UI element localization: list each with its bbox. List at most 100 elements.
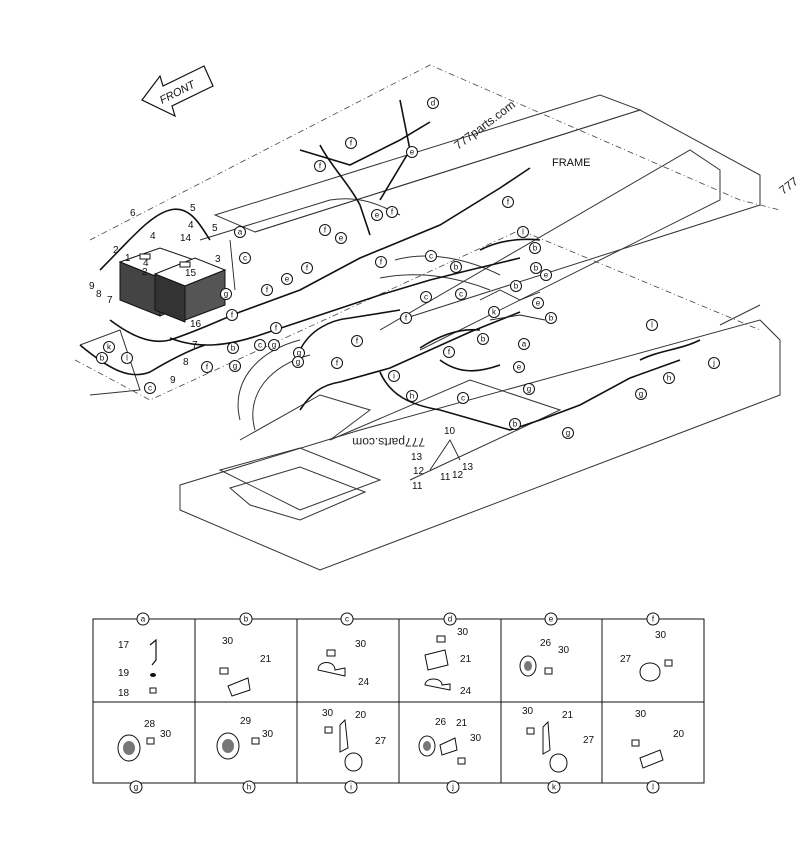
svg-text:30: 30 bbox=[322, 708, 334, 719]
svg-text:g: g bbox=[233, 362, 237, 371]
svg-text:f: f bbox=[507, 198, 510, 207]
svg-text:c: c bbox=[148, 384, 152, 393]
svg-text:30: 30 bbox=[222, 636, 234, 647]
svg-text:g: g bbox=[224, 290, 228, 299]
svg-text:20: 20 bbox=[673, 729, 685, 740]
svg-text:19: 19 bbox=[118, 668, 130, 679]
svg-text:18: 18 bbox=[118, 688, 130, 699]
svg-text:e: e bbox=[410, 148, 415, 157]
svg-text:5: 5 bbox=[190, 203, 196, 214]
svg-text:e: e bbox=[339, 234, 344, 243]
legend-cell-f: 30 27 bbox=[620, 630, 673, 682]
svg-text:c: c bbox=[424, 293, 428, 302]
svg-text:b: b bbox=[100, 354, 105, 363]
svg-text:27: 27 bbox=[620, 654, 632, 665]
harness-lines bbox=[79, 99, 701, 471]
svg-text:i: i bbox=[393, 372, 395, 381]
svg-text:21: 21 bbox=[460, 654, 472, 665]
svg-text:7: 7 bbox=[192, 340, 198, 351]
svg-text:f: f bbox=[380, 258, 383, 267]
svg-text:c: c bbox=[345, 615, 349, 624]
svg-text:a: a bbox=[141, 615, 146, 624]
svg-text:l: l bbox=[126, 354, 128, 363]
svg-text:d: d bbox=[431, 99, 435, 108]
svg-text:4: 4 bbox=[150, 231, 156, 242]
legend-cell-c: 30 24 bbox=[317, 639, 370, 688]
svg-text:f: f bbox=[306, 264, 309, 273]
legend-cell-a: 17 19 18 bbox=[118, 638, 157, 699]
svg-text:15: 15 bbox=[185, 268, 197, 279]
svg-text:j: j bbox=[451, 783, 454, 792]
legend-cell-d: 30 21 24 bbox=[424, 627, 472, 697]
svg-text:g: g bbox=[527, 385, 531, 394]
legend-cell-g: 28 30 bbox=[117, 719, 172, 762]
svg-text:7: 7 bbox=[107, 295, 113, 306]
svg-text:30: 30 bbox=[522, 706, 534, 717]
svg-text:l: l bbox=[651, 321, 653, 330]
watermark-top: 777parts.com bbox=[451, 97, 517, 152]
svg-text:b: b bbox=[513, 420, 518, 429]
svg-text:g: g bbox=[566, 429, 570, 438]
frame-label: FRAME bbox=[552, 157, 591, 169]
svg-text:f: f bbox=[206, 363, 209, 372]
battery-right bbox=[153, 257, 227, 323]
svg-text:j: j bbox=[712, 359, 715, 368]
svg-text:f: f bbox=[275, 324, 278, 333]
svg-text:a: a bbox=[522, 340, 527, 349]
svg-text:30: 30 bbox=[262, 729, 274, 740]
svg-text:g: g bbox=[296, 358, 300, 367]
svg-text:b: b bbox=[514, 282, 519, 291]
svg-text:h: h bbox=[410, 392, 414, 401]
svg-text:g: g bbox=[272, 341, 276, 350]
svg-text:30: 30 bbox=[655, 630, 667, 641]
svg-text:30: 30 bbox=[470, 733, 482, 744]
svg-text:24: 24 bbox=[460, 686, 472, 697]
svg-text:l: l bbox=[522, 228, 524, 237]
svg-text:30: 30 bbox=[457, 627, 469, 638]
svg-text:g: g bbox=[134, 783, 138, 792]
svg-text:b: b bbox=[244, 615, 249, 624]
svg-text:e: e bbox=[285, 275, 290, 284]
svg-text:c: c bbox=[258, 341, 262, 350]
svg-text:h: h bbox=[247, 783, 251, 792]
svg-text:k: k bbox=[492, 308, 497, 317]
svg-text:10: 10 bbox=[444, 426, 456, 437]
svg-text:27: 27 bbox=[375, 736, 387, 747]
svg-text:e: e bbox=[544, 271, 549, 280]
svg-text:b: b bbox=[549, 314, 554, 323]
svg-text:8: 8 bbox=[183, 357, 189, 368]
svg-text:f: f bbox=[350, 139, 353, 148]
svg-text:11: 11 bbox=[440, 472, 451, 483]
svg-text:e: e bbox=[549, 615, 554, 624]
svg-text:12: 12 bbox=[452, 470, 464, 481]
svg-text:c: c bbox=[243, 254, 247, 263]
svg-text:30: 30 bbox=[558, 645, 570, 656]
svg-text:f: f bbox=[448, 348, 451, 357]
svg-text:f: f bbox=[652, 615, 655, 624]
svg-text:e: e bbox=[517, 363, 522, 372]
svg-text:g: g bbox=[639, 390, 643, 399]
svg-text:13: 13 bbox=[462, 462, 474, 473]
diagram-part-numbers: 6 5 4 4 14 2 1 4 2 15 5 3 9 8 7 16 7 8 9… bbox=[89, 203, 474, 492]
svg-text:i: i bbox=[350, 783, 352, 792]
svg-text:f: f bbox=[231, 311, 234, 320]
svg-text:13: 13 bbox=[411, 452, 423, 463]
svg-text:k: k bbox=[552, 783, 557, 792]
svg-text:b: b bbox=[481, 335, 486, 344]
svg-text:f: f bbox=[319, 162, 322, 171]
svg-text:21: 21 bbox=[562, 710, 574, 721]
svg-text:c: c bbox=[459, 290, 463, 299]
svg-text:b: b bbox=[454, 263, 459, 272]
svg-text:17: 17 bbox=[118, 640, 130, 651]
svg-text:9: 9 bbox=[170, 375, 176, 386]
svg-text:20: 20 bbox=[355, 710, 367, 721]
svg-text:e: e bbox=[536, 299, 541, 308]
svg-text:28: 28 bbox=[144, 719, 156, 730]
watermark-center: 777parts.com bbox=[352, 435, 425, 449]
legend-cell-e: 26 30 bbox=[519, 638, 570, 677]
svg-text:30: 30 bbox=[160, 729, 172, 740]
svg-text:f: f bbox=[405, 314, 408, 323]
svg-text:h: h bbox=[667, 374, 671, 383]
svg-text:4: 4 bbox=[188, 220, 194, 231]
